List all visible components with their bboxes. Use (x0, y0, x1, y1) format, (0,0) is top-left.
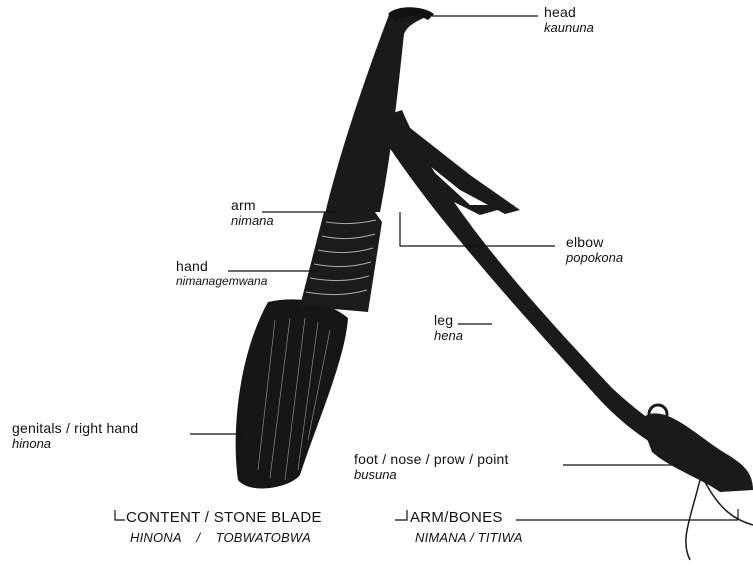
arm-bracket-sub: NIMANA / TITIWA (415, 530, 523, 545)
label-head-term: head (544, 5, 594, 20)
stone-blade (236, 299, 348, 488)
content-bracket-sub: HINONA / TOBWATOBWA (130, 530, 311, 545)
label-foot-gloss: busuna (354, 467, 509, 482)
label-leg: leg hena (434, 313, 463, 343)
label-genitals-term: genitals / right hand (12, 421, 138, 436)
label-leg-gloss: hena (434, 328, 463, 343)
label-foot: foot / nose / prow / point busuna (354, 452, 509, 482)
label-genitals-gloss: hinona (12, 436, 138, 451)
label-hand-term: hand (176, 259, 267, 274)
label-hand-gloss: nimanagemwana (176, 274, 267, 289)
label-hand: hand nimanagemwana (176, 259, 267, 289)
label-elbow-term: elbow (566, 235, 623, 250)
label-elbow: elbow popokona (566, 235, 623, 265)
label-head: head kaununa (544, 5, 594, 35)
label-genitals: genitals / right hand hinona (12, 421, 138, 451)
label-elbow-gloss: popokona (566, 250, 623, 265)
content-bracket-title: CONTENT / STONE BLADE (126, 509, 322, 526)
label-leg-term: leg (434, 313, 463, 328)
label-arm-term: arm (231, 198, 274, 213)
arm-bracket-title: ARM/BONES (410, 509, 503, 526)
label-arm: arm nimana (231, 198, 274, 228)
label-head-gloss: kaununa (544, 20, 594, 35)
prow-ornament (640, 405, 753, 560)
label-arm-gloss: nimana (231, 213, 274, 228)
label-foot-term: foot / nose / prow / point (354, 452, 509, 467)
